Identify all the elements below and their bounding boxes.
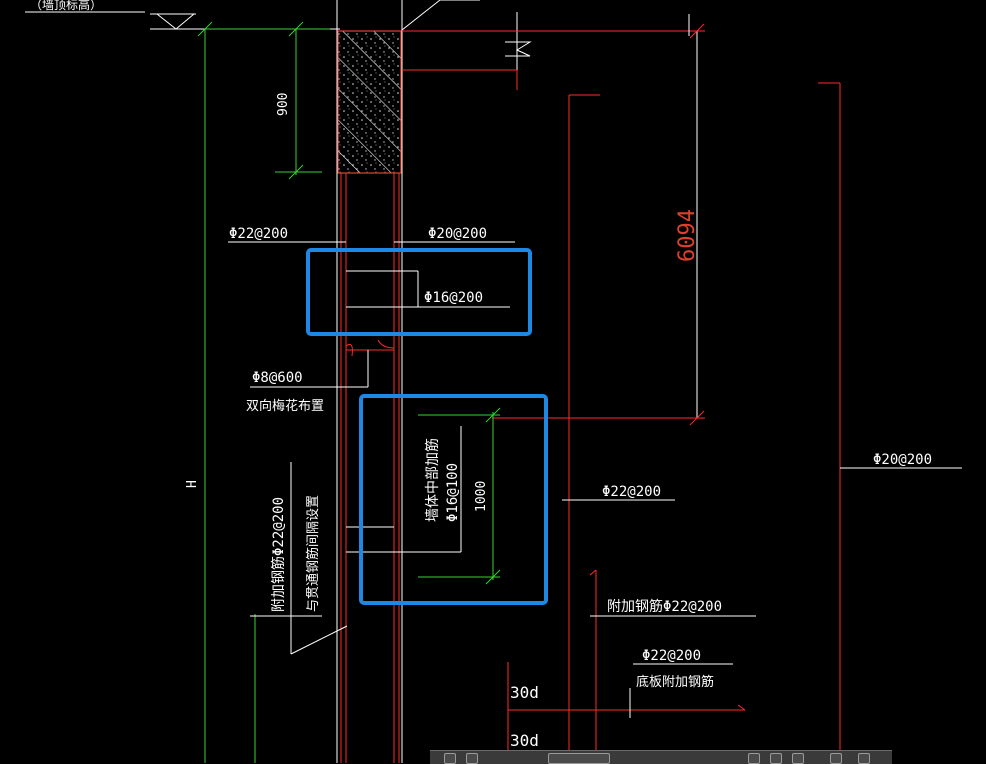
extra-rebar-vertical-line1: 附加钢筋Φ22@200 [270, 497, 287, 612]
dim-1000: 1000 [474, 481, 489, 512]
anchor-30d-a: 30d [510, 683, 539, 702]
pan-icon[interactable] [748, 753, 760, 764]
wall-top-note-group: （墙顶标高） [25, 0, 145, 13]
rebar-left-top-group: Φ22@200 [228, 226, 346, 243]
wall-mid-line1: 墙体中部加筋 [424, 438, 441, 522]
extra-rebar-right-group: 附加钢筋Φ22@200 [590, 598, 756, 617]
rebar-mid-group: Φ16@200 [346, 270, 510, 308]
dim-h: H [185, 21, 213, 763]
anchor-30d-group: 30d 30d [510, 683, 539, 750]
rebar-mid: Φ16@200 [424, 290, 483, 306]
tie-spacing: Φ8@600 [252, 370, 303, 386]
grid-icon[interactable] [444, 753, 456, 764]
bottom-rebar-note: 底板附加钢筋 [636, 674, 714, 690]
extra-rebar-vertical-group: 附加钢筋Φ22@200 与贯通钢筋间隔设置 [250, 462, 348, 763]
select-icon[interactable] [466, 753, 478, 764]
wall-mid-line2: Φ16@100 [445, 463, 461, 522]
rebar-left-top: Φ22@200 [229, 226, 288, 242]
dim-h-label: H [185, 480, 200, 488]
wall-top-note: （墙顶标高） [30, 0, 102, 12]
orbit-icon[interactable] [792, 753, 804, 764]
cad-toolbar [430, 750, 892, 764]
box-icon[interactable] [548, 753, 610, 764]
anchor-30d-b: 30d [510, 731, 539, 750]
highlight-box-wall-mid [359, 394, 548, 605]
bottom-rebar-value: Φ22@200 [642, 648, 701, 664]
dim-900: 900 [205, 21, 330, 180]
rebar-mid-right: Φ22@200 [602, 484, 661, 500]
tie-note: 双向梅花布置 [246, 398, 324, 414]
rebar-mid-right-group: Φ22@200 [562, 484, 675, 501]
top-leader [401, 0, 705, 90]
dim-900-label: 900 [276, 93, 291, 116]
tie-group: Φ8@600 双向梅花布置 [246, 339, 395, 414]
extra-rebar-right: 附加钢筋Φ22@200 [607, 598, 722, 615]
wall-cap-hatch [337, 30, 402, 174]
rebar-far-right-group: Φ20@200 [840, 452, 962, 469]
extra-rebar-vertical-line2: 与贯通钢筋间隔设置 [305, 495, 321, 612]
elevation-marker [150, 13, 340, 30]
settings-icon[interactable] [858, 753, 870, 764]
layers-icon[interactable] [830, 753, 842, 764]
zoom-icon[interactable] [770, 753, 782, 764]
dim-6094: 6094 [675, 23, 705, 426]
bottom-rebar-group: Φ22@200 底板附加钢筋 [633, 648, 733, 690]
wall-lines [336, 0, 403, 763]
wall-mid-group: 1000 墙体中部加筋 Φ16@100 [346, 407, 501, 585]
rebar-right-top-group: Φ20@200 [394, 226, 515, 243]
highlight-box-rebar-mid [306, 248, 532, 336]
rebar-right-top: Φ20@200 [428, 226, 487, 242]
dim-6094-label: 6094 [675, 209, 700, 262]
rebar-far-right: Φ20@200 [873, 452, 932, 468]
